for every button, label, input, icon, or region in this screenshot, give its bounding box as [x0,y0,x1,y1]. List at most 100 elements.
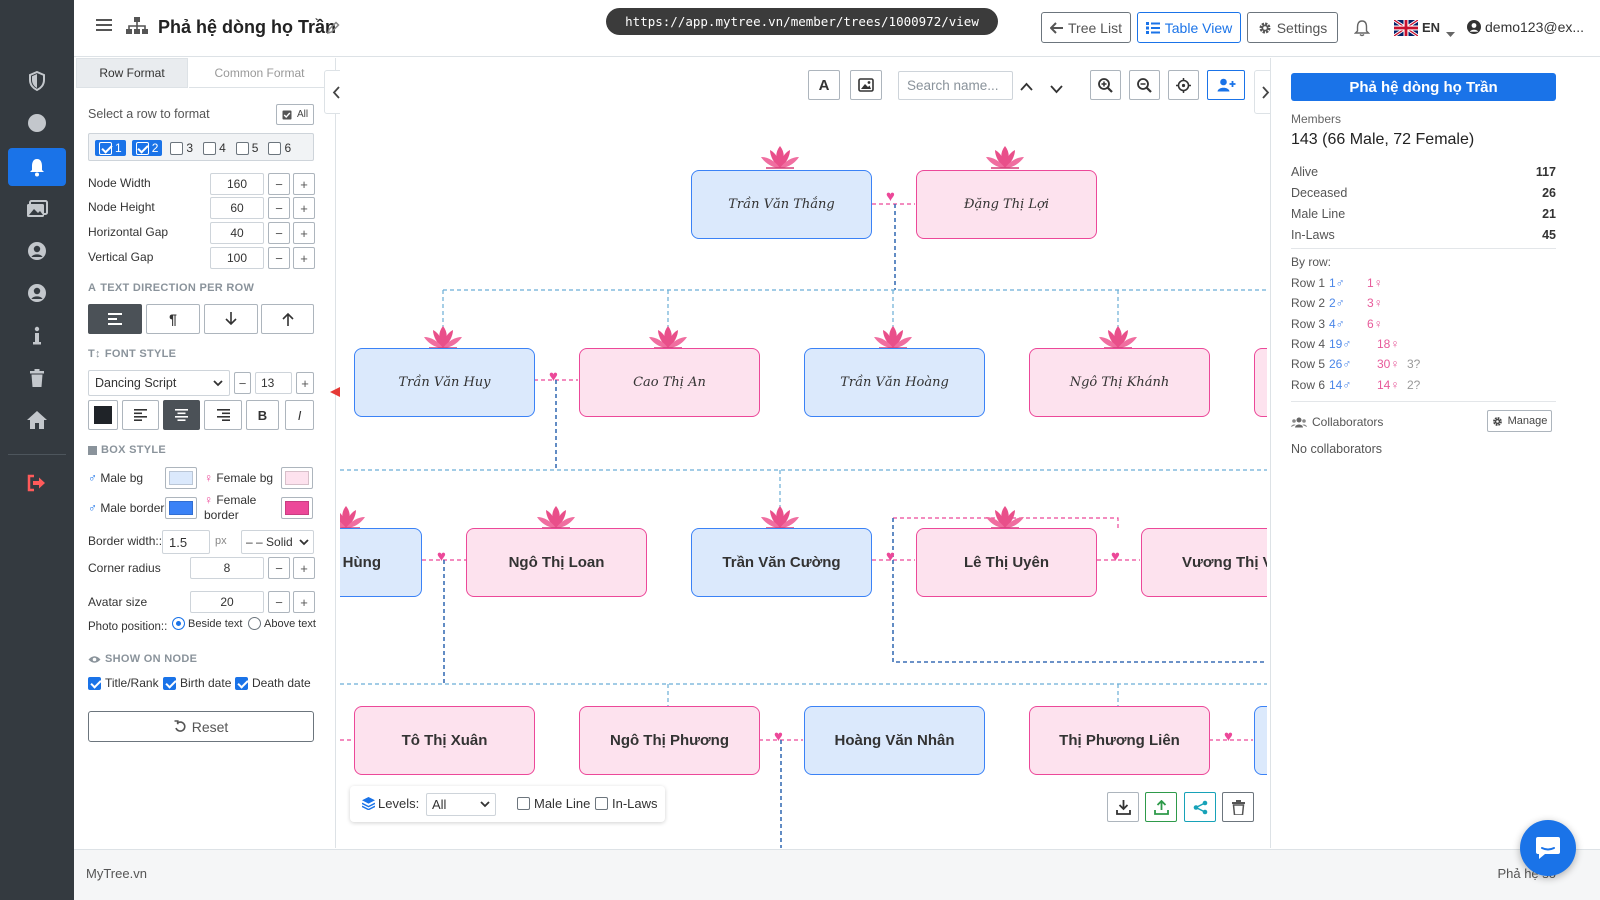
row-checkbox-4[interactable]: 4 [201,140,228,156]
uk-flag-icon[interactable] [1393,18,1419,41]
bell-icon[interactable] [1353,19,1371,42]
in-laws-checkbox[interactable]: In-Laws [595,796,658,811]
female-border-swatch[interactable] [281,497,313,519]
upload-icon[interactable] [1145,792,1177,822]
tree-list-button[interactable]: Tree List [1041,12,1131,43]
person-node[interactable]: Ngô Thị Phương [579,706,760,775]
settings-button[interactable]: Settings [1247,12,1338,43]
tab-common-format[interactable]: Common Format [189,58,330,88]
border-style-select[interactable]: – – Solid [241,530,314,554]
align-center-icon[interactable] [163,400,200,430]
person-node[interactable]: Cao Thị An [579,348,760,417]
select-all-button[interactable]: All [276,104,314,125]
chevron-up-icon[interactable] [1020,78,1033,96]
dir-horizontal-button[interactable] [88,304,142,334]
person-node[interactable]: Trần Văn Hoàng [804,348,985,417]
person-node[interactable]: Tô Thị Xuân [354,706,535,775]
paragraph-icon[interactable]: ¶ [146,304,200,334]
person-node[interactable]: Trần Văn Cường [691,528,872,597]
caret-down-icon[interactable] [1446,25,1455,43]
hamburger-icon[interactable] [96,18,112,37]
node-height-input[interactable]: 60 [210,197,264,219]
user-email[interactable]: demo123@ex... [1485,19,1585,35]
female-bg-swatch[interactable] [281,467,313,489]
tab-row-format[interactable]: Row Format [76,58,188,88]
chevron-down-icon[interactable] [1050,81,1063,99]
vgap-plus-button[interactable]: + [293,247,315,269]
zoom-out-icon[interactable] [1129,70,1160,100]
beside-text-radio[interactable]: Beside text [172,617,242,630]
row-checkbox-6[interactable]: 6 [266,140,293,156]
person-node[interactable]: Trần Văn Huy [354,348,535,417]
male-bg-swatch[interactable] [165,467,197,489]
download-icon[interactable] [1107,792,1139,822]
person-node[interactable]: Ngô Thị Loan [466,528,647,597]
font-a-button[interactable]: A [808,70,840,100]
pencil-icon[interactable] [326,21,340,40]
add-person-icon[interactable] [1207,70,1245,100]
person-node[interactable]: Đặng Thị Lợi [916,170,1097,239]
node-width-minus-button[interactable]: − [268,173,290,195]
male-border-swatch[interactable] [165,497,197,519]
font-size-input[interactable]: 13 [255,372,292,394]
home-icon[interactable] [8,401,66,439]
node-height-plus-button[interactable]: + [293,197,315,219]
share-icon[interactable] [1184,792,1216,822]
avatar-size-minus-button[interactable]: − [268,591,290,613]
node-width-input[interactable]: 160 [210,173,264,195]
font-size-minus-button[interactable]: − [234,372,251,394]
tree-title-button[interactable]: Phả hệ dòng họ Trần [1291,73,1556,101]
above-text-radio[interactable]: Above text [248,617,316,630]
node-width-plus-button[interactable]: + [293,173,315,195]
corner-radius-input[interactable]: 8 [190,557,264,579]
corner-radius-minus-button[interactable]: − [268,557,290,579]
hgap-plus-button[interactable]: + [293,222,315,244]
align-left-icon[interactable] [122,400,159,430]
person-node-partial[interactable] [1254,348,1267,417]
chat-button[interactable] [1520,820,1576,876]
node-height-minus-button[interactable]: − [268,197,290,219]
vgap-minus-button[interactable]: − [268,247,290,269]
arrow-up-icon[interactable] [261,304,314,334]
image-icon[interactable] [850,70,882,100]
person-node-partial[interactable] [1254,706,1267,775]
title-rank-checkbox[interactable]: Title/Rank [88,676,159,690]
search-input[interactable]: Search name... [898,71,1013,100]
avatar-size-plus-button[interactable]: + [293,591,315,613]
person-node[interactable]: Hùng [340,528,422,597]
row-checkbox-3[interactable]: 3 [168,140,195,156]
arrow-down-icon[interactable] [204,304,258,334]
vgap-input[interactable]: 100 [210,247,264,269]
crosshairs-icon[interactable] [1168,70,1199,100]
levels-select[interactable]: All [426,793,496,816]
gallery-icon[interactable] [8,190,66,228]
table-view-button[interactable]: Table View [1137,12,1241,43]
person-node[interactable]: Thị Phương Liên [1029,706,1210,775]
person-node[interactable]: Lê Thị Uyên [916,528,1097,597]
row-checkbox-1[interactable]: 1 [95,140,126,156]
info-icon[interactable] [8,317,66,355]
person-node[interactable]: Hoàng Văn Nhân [804,706,985,775]
font-family-select[interactable]: Dancing Script [88,370,230,396]
account-icon[interactable] [8,274,66,312]
hgap-minus-button[interactable]: − [268,222,290,244]
person-node[interactable]: Ngô Thị Khánh [1029,348,1210,417]
language-select[interactable]: EN [1422,20,1441,35]
reset-button[interactable]: Reset [88,711,314,742]
font-size-plus-button[interactable]: + [296,372,314,394]
bold-button[interactable]: B [246,400,279,430]
hgap-input[interactable]: 40 [210,222,264,244]
tree-canvas[interactable]: ♥ ♥ ♥ ♥ ♥ ♥ ♥ Trần Văn Thắng Đặng Thị Lợ… [340,58,1267,848]
trash-icon[interactable] [8,359,66,397]
circle-icon[interactable] [8,104,66,142]
zoom-in-icon[interactable] [1090,70,1121,100]
manage-button[interactable]: Manage [1487,410,1552,432]
birth-date-checkbox[interactable]: Birth date [163,676,231,690]
corner-radius-plus-button[interactable]: + [293,557,315,579]
death-date-checkbox[interactable]: Death date [235,676,311,690]
avatar-size-input[interactable]: 20 [190,591,264,613]
shield-icon[interactable] [8,62,66,100]
row-checkbox-2[interactable]: 2 [131,140,163,156]
border-width-input[interactable]: 1.5 [162,530,210,554]
user-circle-icon[interactable] [8,232,66,270]
